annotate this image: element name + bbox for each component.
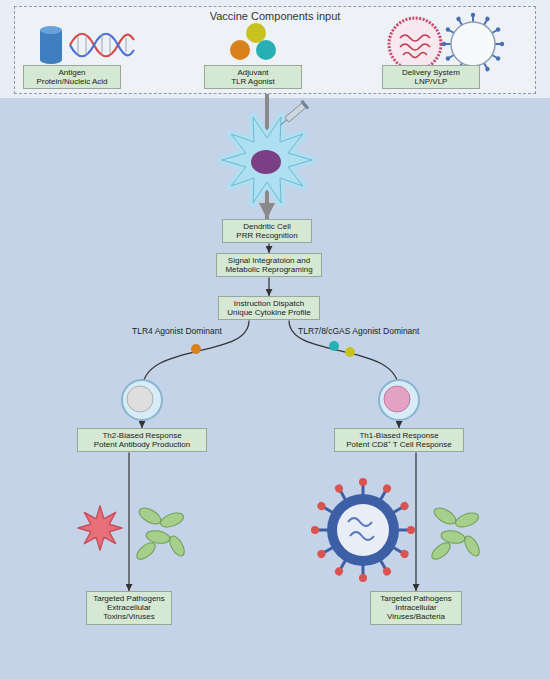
group-box: Vaccine Components inputAntigenProtein/N…: [14, 6, 536, 94]
process-box: Signal Integratoion and Metabolic Reprog…: [216, 253, 322, 277]
mrna-strand: [403, 53, 427, 58]
lipid-shell: [389, 18, 441, 70]
bacterium: [145, 529, 171, 545]
edge-label: TLR4 Agonist Dominant: [132, 326, 222, 336]
cell-outline: [222, 117, 312, 203]
box-text: PRR Recognition: [226, 231, 308, 240]
dna-helix-icon: [70, 34, 134, 57]
adjuvant-ball: [230, 40, 250, 60]
process-box: Delivery SystemLNP/VLP: [382, 65, 480, 89]
mrna-strand: [400, 35, 430, 41]
box-text: Intracellular Viruses/Bacteria: [374, 603, 458, 621]
th2-cell: [122, 380, 162, 420]
box-title: Adjuvant: [208, 68, 298, 77]
bacterium: [137, 505, 164, 527]
bacteria-cluster: [134, 505, 187, 562]
cell-body: [222, 117, 312, 203]
mrna-strand: [400, 44, 430, 50]
box-title: Targeted Pathogens: [374, 594, 458, 603]
box-title: Dendritic Cell: [226, 222, 308, 231]
helix-strand: [70, 34, 134, 57]
flow-arrow: [128, 452, 129, 591]
bacterium: [167, 534, 188, 559]
bacterium: [429, 540, 453, 563]
flow-arrow: [268, 243, 269, 253]
virus-genome: [348, 518, 374, 540]
virus-icon: [311, 478, 415, 582]
helix-strand: [70, 34, 134, 57]
box-title: Signal Integratoion and Metabolic Reprog…: [220, 256, 318, 274]
process-box: Th2-Biased ResponsePotent Antibody Produ…: [77, 428, 207, 452]
bacterium: [159, 510, 186, 529]
box-title: Th2-Biased Response: [81, 431, 203, 440]
cell-nucleus: [384, 386, 410, 412]
helix-rung: [86, 35, 87, 55]
syringe-icon: [277, 100, 309, 129]
process-panel: [0, 98, 550, 679]
process-box: Targeted PathogensExtracellular Toxins/V…: [86, 591, 172, 625]
cell-body: [122, 380, 162, 420]
bacterium: [454, 510, 481, 529]
process-box: Th1-Biased ResponsePotent CD8⁺ T Cell Re…: [334, 428, 464, 452]
adjuvant-ball: [191, 344, 201, 354]
virus-capsid: [327, 494, 399, 566]
flow-arrow: [268, 277, 269, 296]
bacterium: [440, 529, 466, 545]
lnp-icon: [389, 18, 441, 70]
syringe-barrel: [285, 103, 306, 122]
box-text: Protein/Nucleic Acid: [27, 77, 117, 86]
flow-arrow: [415, 452, 416, 591]
bacterium: [462, 534, 483, 559]
box-title: Antigen: [27, 68, 117, 77]
box-text: Potent Antibody Production: [81, 440, 203, 449]
box-title: Targeted Pathogens: [90, 594, 168, 603]
cell-body: [379, 380, 419, 420]
box-text: Potent CD8⁺ T Cell Response: [338, 440, 460, 449]
helix-rung: [102, 35, 103, 55]
box-title: Delivery System: [386, 68, 476, 77]
helix-rung: [126, 38, 127, 52]
input-panel-fill: [14, 6, 536, 94]
box-text: LNP/VLP: [386, 77, 476, 86]
box-text: Extracellular Toxins/Viruses: [90, 603, 168, 621]
process-box: AdjuvantTLR Agonist: [204, 65, 302, 89]
adjuvant-ball: [256, 40, 276, 60]
edge-label: TLR7/8/cGAS Agonist Dominant: [298, 326, 419, 336]
box-title: Th1-Biased Response: [338, 431, 460, 440]
adjuvant-ball: [246, 23, 266, 43]
box-title: Instruction Dispatch: [222, 299, 316, 308]
vlp-shell: [451, 22, 495, 66]
helix-rung: [110, 36, 111, 54]
box-text: Unique Cytokine Profile: [222, 308, 316, 317]
process-box: Dendritic CellPRR Recognition: [222, 219, 312, 243]
bacterium: [134, 540, 158, 563]
process-box: AntigenProtein/Nucleic Acid: [23, 65, 121, 89]
cell-nucleus: [251, 150, 281, 174]
group-heading: Vaccine Components input: [15, 10, 535, 22]
syringe-plunger: [300, 100, 309, 110]
adjuvant-ball: [329, 341, 339, 351]
cylinder-top: [40, 26, 62, 34]
dendritic-cell: [222, 100, 312, 203]
helix-rung: [78, 36, 79, 54]
protein-icon: [40, 26, 62, 64]
virus-core: [337, 504, 389, 556]
cell-nucleus: [127, 386, 153, 412]
syringe-needle: [281, 120, 287, 125]
adjuvant-ball: [345, 347, 355, 357]
toxin-icon: [78, 506, 122, 550]
th1-cell: [379, 380, 419, 420]
cylinder-body: [40, 30, 62, 60]
bacterium: [432, 505, 459, 527]
box-text: TLR Agonist: [208, 77, 298, 86]
process-box: Targeted PathogensIntracellular Viruses/…: [370, 591, 462, 625]
bacteria-cluster: [429, 505, 482, 562]
process-box: Instruction DispatchUnique Cytokine Prof…: [218, 296, 320, 320]
cylinder-bottom: [40, 56, 62, 64]
